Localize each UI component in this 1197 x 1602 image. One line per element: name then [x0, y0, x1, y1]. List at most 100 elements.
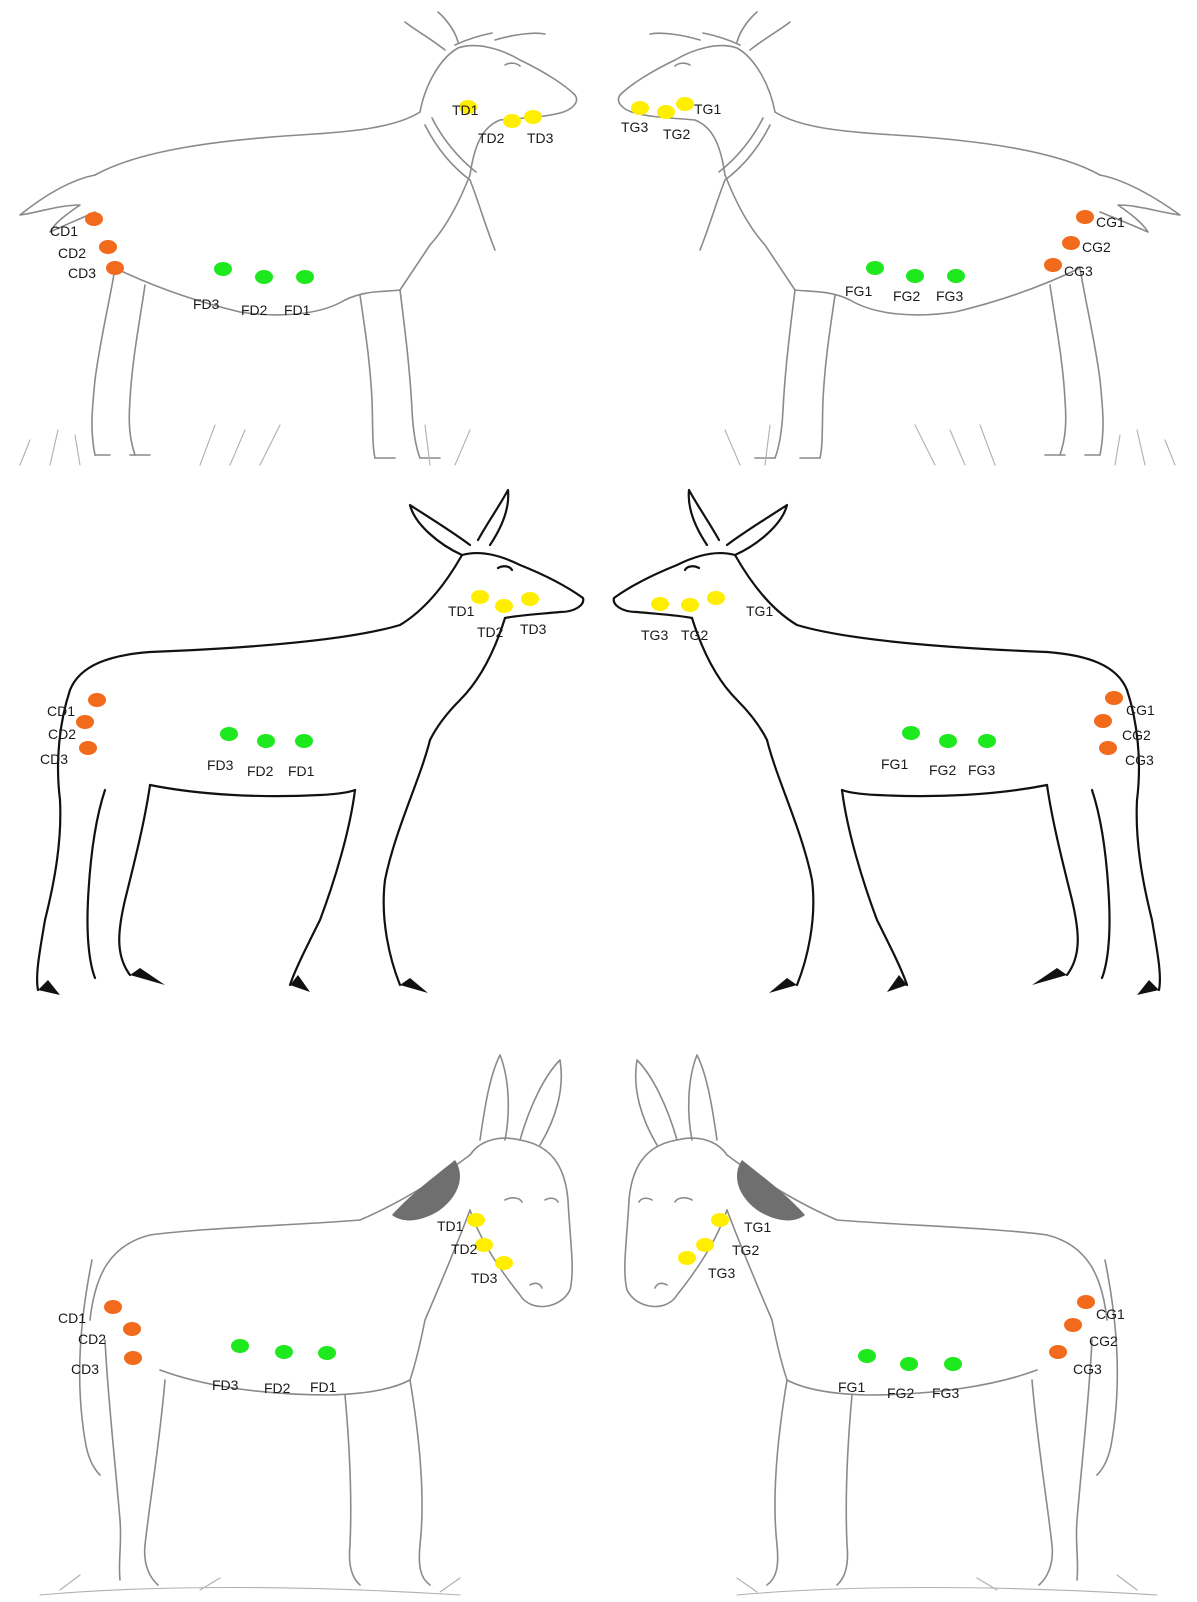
- donkey-right-fg1-label: FG1: [838, 1379, 865, 1395]
- deer-left-hooves: [38, 968, 428, 995]
- donkey-left-cd2-marker: [123, 1322, 141, 1336]
- deer-left-td2-marker: [495, 599, 513, 613]
- goat-left-fd1-label: FD1: [284, 302, 311, 318]
- deer-left-fd2-label: FD2: [247, 763, 274, 779]
- deer-left-cd3-label: CD3: [40, 751, 68, 767]
- deer-right-fg3-marker: [978, 734, 996, 748]
- deer-left-cd2-label: CD2: [48, 726, 76, 742]
- donkey-left-fd2-label: FD2: [264, 1380, 291, 1396]
- donkey-right-fg2-label: FG2: [887, 1385, 914, 1401]
- deer-left-fd3-label: FD3: [207, 757, 234, 773]
- donkey-right-ground: [736, 1574, 1158, 1596]
- donkey-right-cg2-marker: [1064, 1318, 1082, 1332]
- goat-left-fd2-label: FD2: [241, 302, 268, 318]
- goat-left-td1-marker: [459, 100, 477, 114]
- deer-right-tg3-label: TG3: [641, 627, 668, 643]
- goat-right-fg1-marker: [866, 261, 884, 275]
- goat-right-fg3-marker: [947, 269, 965, 283]
- donkey-left-cd1-label: CD1: [58, 1310, 86, 1326]
- goat-left-cd2-label: CD2: [58, 245, 86, 261]
- deer-right-cg2-marker: [1094, 714, 1112, 728]
- donkey-left-mane: [392, 1160, 460, 1221]
- deer-left-cd2-marker: [76, 715, 94, 729]
- goat-right-fg2-label: FG2: [893, 288, 920, 304]
- goat-left-fd3-label: FD3: [193, 296, 220, 312]
- goat-left-grass: [19, 424, 471, 466]
- deer-left-td1-label: TD1: [448, 603, 475, 619]
- donkey-right-tg3-marker: [678, 1251, 696, 1265]
- deer-right-cg3-marker: [1099, 741, 1117, 755]
- deer-right-tg2-label: TG2: [681, 627, 708, 643]
- goat-right-cg3-label: CG3: [1064, 263, 1093, 279]
- donkey-left-ground: [39, 1574, 461, 1596]
- goat-left-td3-label: TD3: [527, 130, 554, 146]
- donkey-left-cd1-marker: [104, 1300, 122, 1314]
- donkey-right-cg3-label: CG3: [1073, 1361, 1102, 1377]
- donkey-right-tg3-label: TG3: [708, 1265, 735, 1281]
- donkey-right-tg2-label: TG2: [732, 1242, 759, 1258]
- goat-left-td1-label: TD1: [452, 102, 479, 118]
- goat-right-cg1-marker: [1076, 210, 1094, 224]
- goat-left-cd1-marker: [85, 212, 103, 226]
- donkey-left-fd2-marker: [275, 1345, 293, 1359]
- deer-left-fd3-marker: [220, 727, 238, 741]
- donkey-right-cg2-label: CG2: [1089, 1333, 1118, 1349]
- donkey-left-fd1-label: FD1: [310, 1379, 337, 1395]
- donkey-right-figure: [624, 1054, 1119, 1586]
- donkey-left-fd3-marker: [231, 1339, 249, 1353]
- donkey-right-fg1-marker: [858, 1349, 876, 1363]
- donkey-right-tg1-label: TG1: [744, 1219, 771, 1235]
- donkey-right-fg2-marker: [900, 1357, 918, 1371]
- deer-right-cg2-label: CG2: [1122, 727, 1151, 743]
- deer-left-fd1-marker: [295, 734, 313, 748]
- goat-left-cd3-label: CD3: [68, 265, 96, 281]
- deer-left-figure: [35, 488, 585, 992]
- goat-right-cg3-marker: [1044, 258, 1062, 272]
- goat-right-fg1-label: FG1: [845, 283, 872, 299]
- deer-right-tg3-marker: [651, 597, 669, 611]
- goat-left-cd3-marker: [106, 261, 124, 275]
- goat-right-cg2-marker: [1062, 236, 1080, 250]
- donkey-right-cg3-marker: [1049, 1345, 1067, 1359]
- goat-left-cd1-label: CD1: [50, 223, 78, 239]
- donkey-left-cd3-label: CD3: [71, 1361, 99, 1377]
- goat-left-td2-label: TD2: [478, 130, 505, 146]
- goat-right-fg2-marker: [906, 269, 924, 283]
- deer-left-cd1-label: CD1: [47, 703, 75, 719]
- donkey-left-td1-marker: [467, 1213, 485, 1227]
- donkey-left-td2-label: TD2: [451, 1241, 478, 1257]
- donkey-left-figure: [78, 1054, 573, 1586]
- deer-right-cg1-marker: [1105, 691, 1123, 705]
- donkey-right-tg1-marker: [711, 1213, 729, 1227]
- deer-left-cd1-marker: [88, 693, 106, 707]
- donkey-right-cg1-marker: [1077, 1295, 1095, 1309]
- deer-right-fg3-label: FG3: [968, 762, 995, 778]
- donkey-left-cd3-marker: [124, 1351, 142, 1365]
- deer-right-tg1-label: TG1: [746, 603, 773, 619]
- deer-right-figure: [612, 488, 1162, 992]
- donkey-right-fg3-label: FG3: [932, 1385, 959, 1401]
- goat-right-figure: [617, 11, 1181, 459]
- deer-left-td1-marker: [471, 590, 489, 604]
- donkey-left-td3-marker: [495, 1256, 513, 1270]
- donkey-left-td1-label: TD1: [437, 1218, 464, 1234]
- deer-left-td3-marker: [521, 592, 539, 606]
- donkey-right-mane: [737, 1160, 805, 1221]
- goat-left-fd1-marker: [296, 270, 314, 284]
- deer-right-cg1-label: CG1: [1126, 702, 1155, 718]
- deer-left-fd1-label: FD1: [288, 763, 315, 779]
- goat-right-tg3-label: TG3: [621, 119, 648, 135]
- deer-left-td3-label: TD3: [520, 621, 547, 637]
- goat-left-td2-marker: [503, 114, 521, 128]
- deer-right-cg3-label: CG3: [1125, 752, 1154, 768]
- donkey-left-td3-label: TD3: [471, 1270, 498, 1286]
- deer-right-fg2-marker: [939, 734, 957, 748]
- goat-right-tg1-label: TG1: [694, 101, 721, 117]
- donkey-left-td2-marker: [475, 1238, 493, 1252]
- deer-right-hooves: [769, 968, 1159, 995]
- donkey-left-fd1-marker: [318, 1346, 336, 1360]
- goat-right-tg2-label: TG2: [663, 126, 690, 142]
- deer-right-tg2-marker: [681, 598, 699, 612]
